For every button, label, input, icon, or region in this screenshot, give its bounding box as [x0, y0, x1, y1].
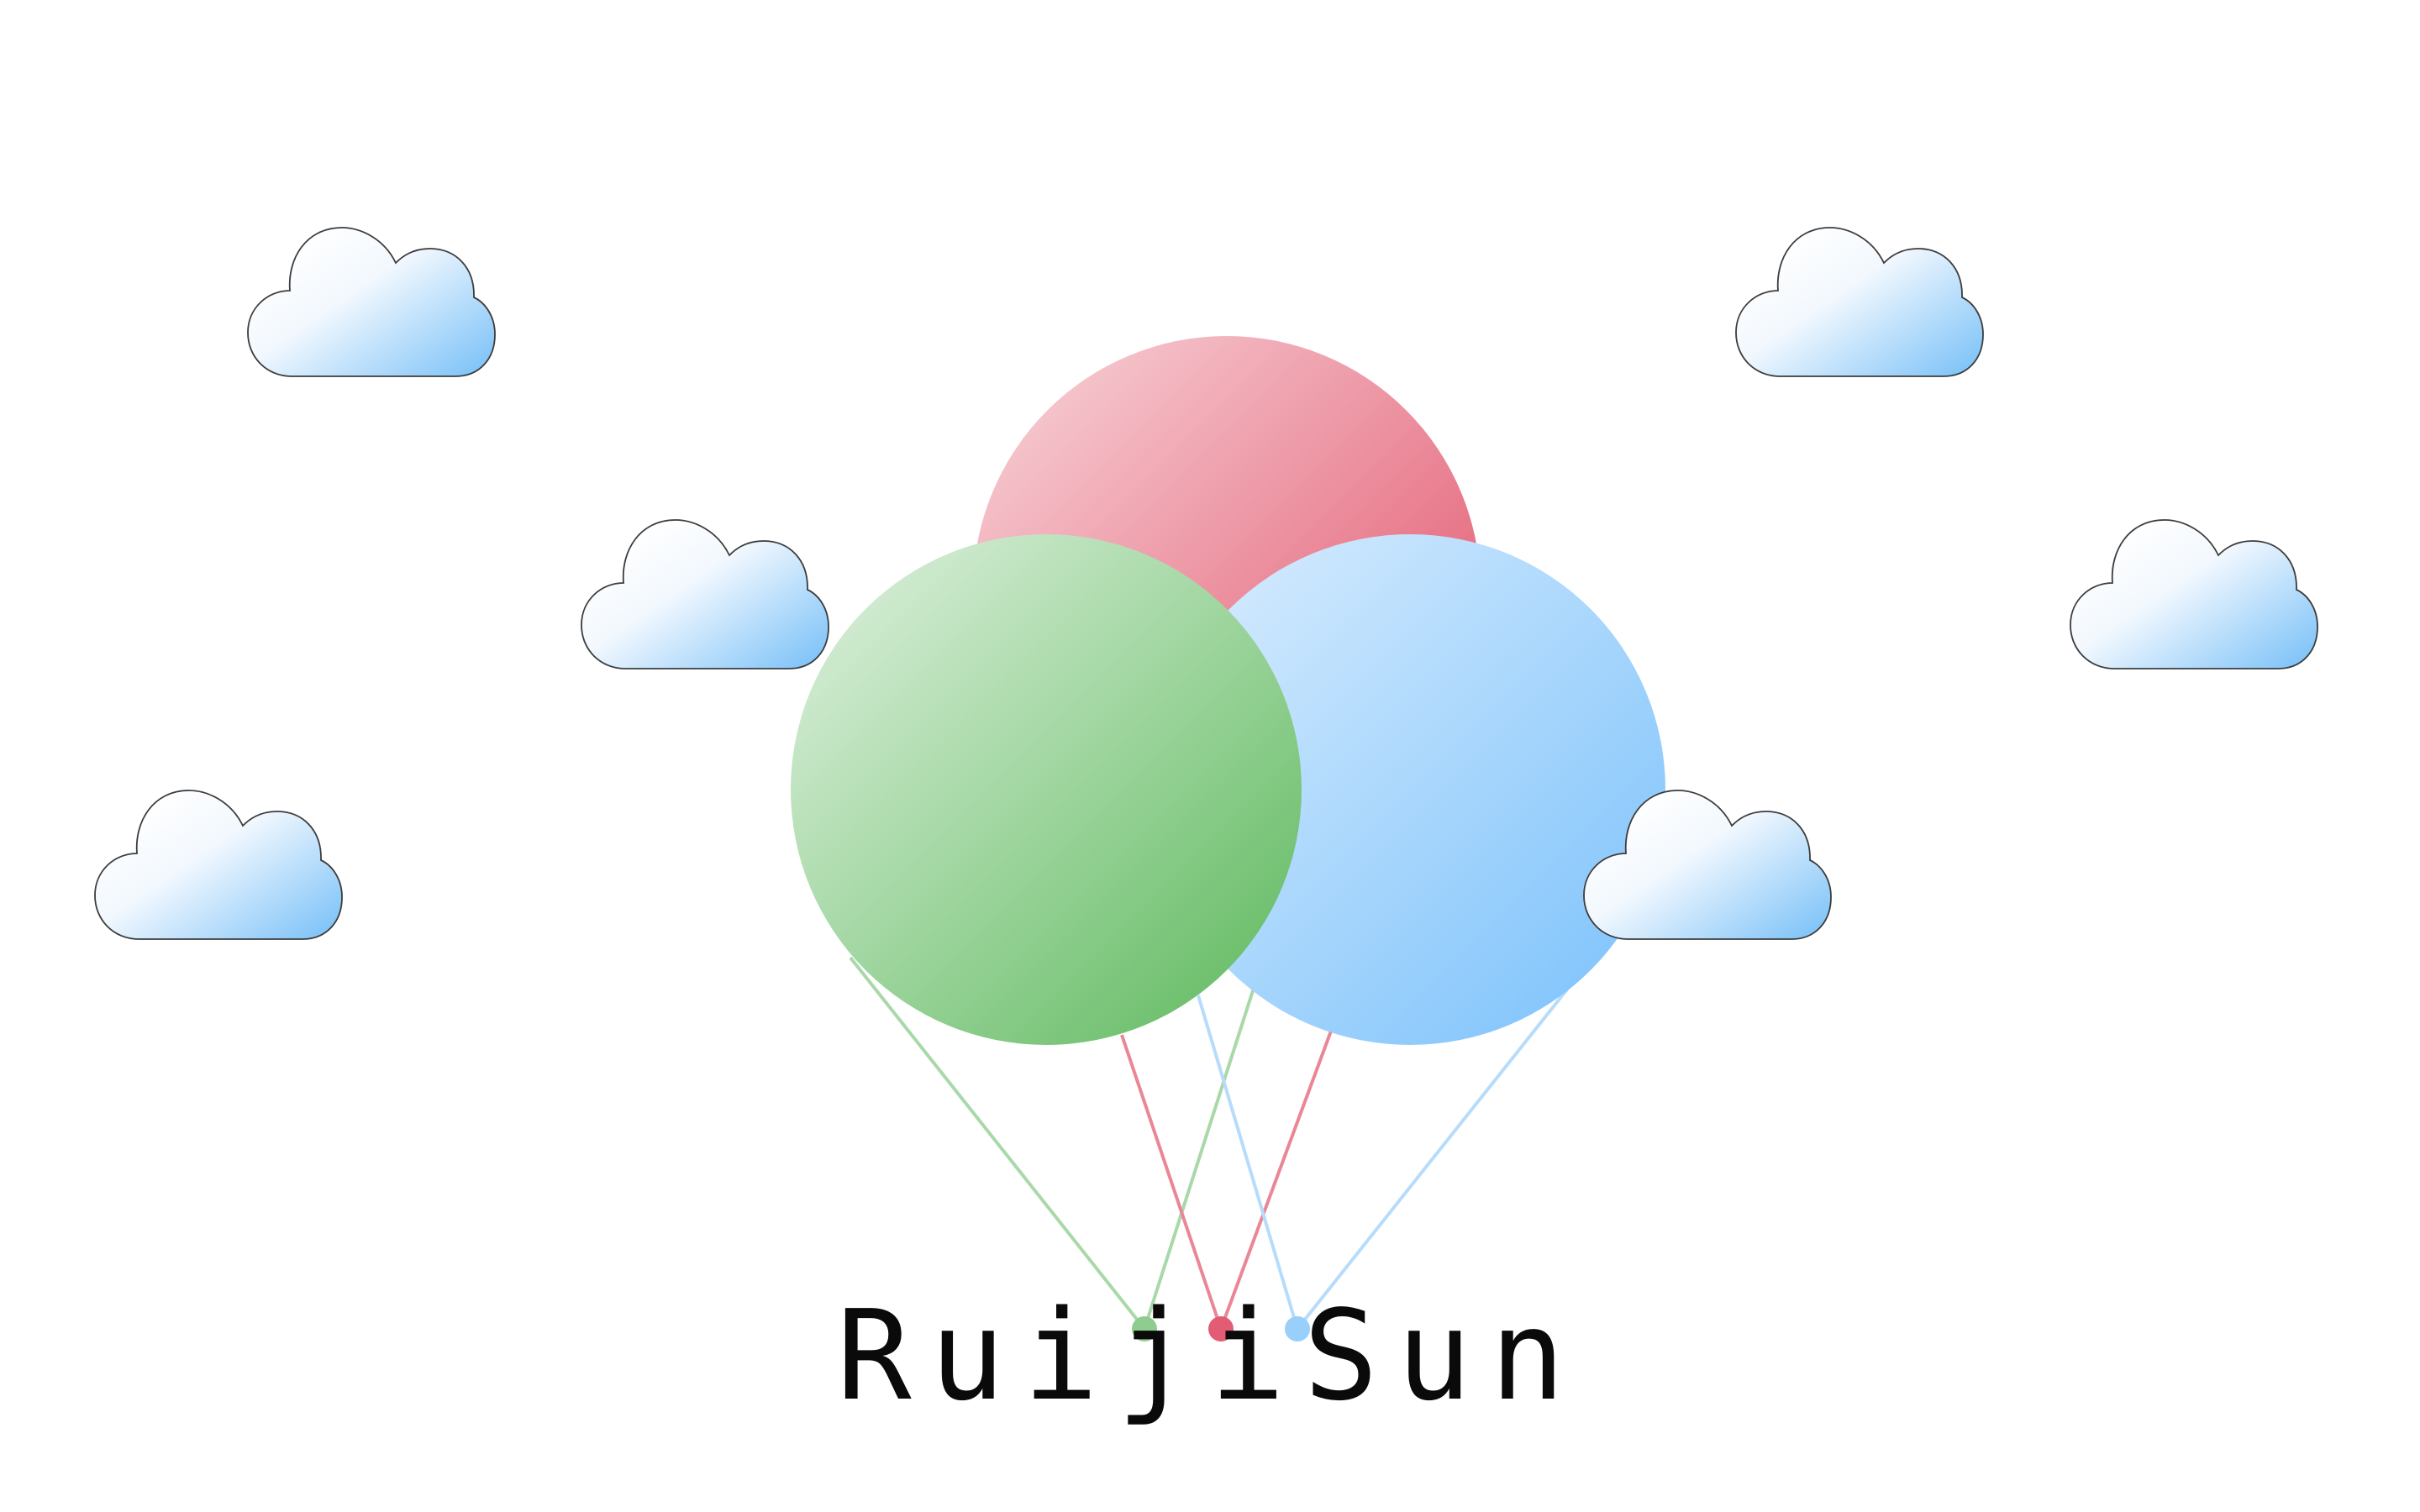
blue-string-left [1197, 995, 1299, 1330]
blue-knot [1285, 1316, 1310, 1341]
cloud-icon [2070, 519, 2318, 669]
green-string-right [1143, 982, 1257, 1330]
blue-balloon-icon [1155, 534, 1665, 1045]
blue-string-right [1296, 943, 1604, 1331]
balloon-strings [849, 943, 1604, 1331]
red-knot [1208, 1316, 1234, 1341]
green-string-left [849, 956, 1146, 1331]
red-string-right [1219, 1026, 1334, 1330]
cloud-icon [581, 519, 829, 669]
cloud-icon [1735, 227, 1984, 377]
cloud-icon [94, 790, 343, 940]
balloon-knots [1132, 1316, 1310, 1341]
brand-name: RuijiSun [836, 1284, 1584, 1428]
green-knot [1132, 1316, 1157, 1341]
red-string-left [1120, 1034, 1223, 1330]
balloons [791, 336, 1665, 1045]
green-balloon-icon [791, 534, 1302, 1045]
cloud-icon [247, 227, 496, 377]
